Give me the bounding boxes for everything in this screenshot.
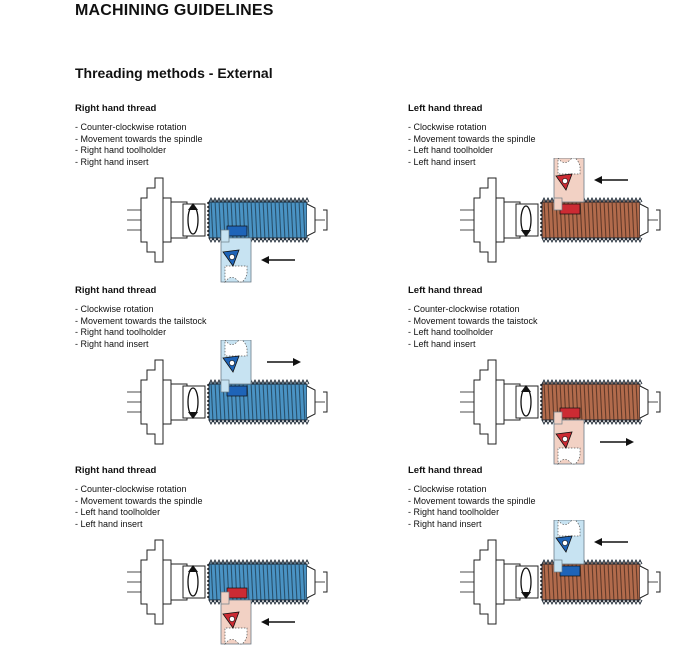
threading-insert [220, 355, 248, 397]
chuck [460, 177, 521, 263]
threading-diagram-svg [460, 520, 661, 625]
method-detail: Movement towards the spindle [408, 134, 536, 146]
method-detail: Clockwise rotation [408, 484, 536, 496]
chuck [127, 359, 188, 445]
method-detail: Counter-clockwise rotation [75, 484, 203, 496]
page-title: MACHINING GUIDELINES [75, 2, 274, 19]
toolholder [220, 599, 252, 645]
rotation-arrow [187, 203, 199, 235]
thread-method-panel: Right hand threadClockwise rotationMovem… [75, 285, 375, 460]
method-detail: Right hand insert [408, 519, 536, 531]
method-details-list: Clockwise rotationMovement towards the s… [408, 122, 536, 168]
method-details-list: Counter-clockwise rotationMovement towar… [75, 484, 203, 530]
method-detail: Movement towards the spindle [75, 496, 203, 508]
threading-diagram-svg [460, 359, 661, 465]
method-detail: Right hand toolholder [408, 507, 536, 519]
feed-direction-arrow [600, 438, 634, 446]
threading-diagram [460, 340, 700, 465]
rotation-arrow [520, 385, 532, 417]
threaded-workpiece [208, 378, 328, 426]
threaded-workpiece [208, 196, 328, 244]
rotation-arrow [520, 205, 532, 237]
chuck [127, 177, 188, 263]
panel-title: Right hand thread [75, 103, 157, 114]
chuck [460, 539, 521, 625]
method-details-list: Counter-clockwise rotationMovement towar… [408, 304, 538, 350]
feed-direction-arrow [261, 256, 295, 264]
method-detail: Left hand insert [408, 157, 536, 169]
threading-insert [220, 225, 248, 267]
threading-diagram [460, 520, 700, 645]
panel-title: Left hand thread [408, 103, 483, 114]
feed-direction-arrow [594, 538, 628, 546]
threading-diagram [127, 340, 377, 465]
method-detail: Right hand insert [75, 339, 207, 351]
method-detail: Counter-clockwise rotation [75, 122, 203, 134]
method-detail: Counter-clockwise rotation [408, 304, 538, 316]
threading-insert [220, 587, 248, 629]
threading-diagram [127, 520, 377, 645]
method-detail: Clockwise rotation [408, 122, 536, 134]
section-title: Threading methods - External [75, 65, 273, 81]
threading-diagram [460, 158, 700, 283]
thread-method-panel: Right hand threadCounter-clockwise rotat… [75, 465, 375, 645]
method-details-list: Counter-clockwise rotationMovement towar… [75, 122, 203, 168]
method-detail: Left hand toolholder [408, 145, 536, 157]
rotation-arrow [520, 567, 532, 599]
panel-title: Right hand thread [75, 465, 157, 476]
chuck [127, 539, 188, 625]
rotation-arrow [187, 565, 199, 597]
method-detail: Clockwise rotation [75, 304, 207, 316]
threading-diagram [127, 158, 377, 283]
chuck [460, 359, 521, 445]
threading-diagram-svg [127, 539, 328, 645]
threading-diagram-svg [127, 340, 328, 445]
thread-method-panel: Left hand threadClockwise rotationMoveme… [408, 103, 700, 278]
thread-method-panel: Right hand threadCounter-clockwise rotat… [75, 103, 375, 283]
method-detail: Movement towards the spindle [75, 134, 203, 146]
panel-title: Right hand thread [75, 285, 157, 296]
method-detail: Movement towards the taistock [408, 316, 538, 328]
threading-diagram-svg [460, 158, 661, 263]
feed-direction-arrow [594, 176, 628, 184]
threading-insert [553, 407, 581, 449]
feed-direction-arrow [267, 358, 301, 366]
toolholder [220, 340, 252, 385]
method-detail: Movement towards the tailstock [75, 316, 207, 328]
method-detail: Left hand toolholder [75, 507, 203, 519]
feed-direction-arrow [261, 618, 295, 626]
threading-diagram-svg [127, 177, 328, 283]
toolholder [553, 419, 585, 465]
method-detail: Left hand insert [408, 339, 538, 351]
method-detail: Right hand toolholder [75, 327, 207, 339]
panel-title: Left hand thread [408, 285, 483, 296]
thread-method-panel: Left hand threadClockwise rotationMoveme… [408, 465, 700, 640]
rotation-arrow [187, 387, 199, 419]
toolholder [220, 237, 252, 283]
threading-insert [553, 535, 581, 577]
method-details-list: Clockwise rotationMovement towards the s… [408, 484, 536, 530]
method-detail: Left hand toolholder [408, 327, 538, 339]
method-detail: Left hand insert [75, 519, 203, 531]
threading-insert [553, 173, 581, 215]
threaded-workpiece [541, 558, 661, 606]
method-detail: Right hand insert [75, 157, 203, 169]
thread-method-panel: Left hand threadCounter-clockwise rotati… [408, 285, 700, 465]
method-detail: Right hand toolholder [75, 145, 203, 157]
panel-title: Left hand thread [408, 465, 483, 476]
method-details-list: Clockwise rotationMovement towards the t… [75, 304, 207, 350]
method-detail: Movement towards the spindle [408, 496, 536, 508]
